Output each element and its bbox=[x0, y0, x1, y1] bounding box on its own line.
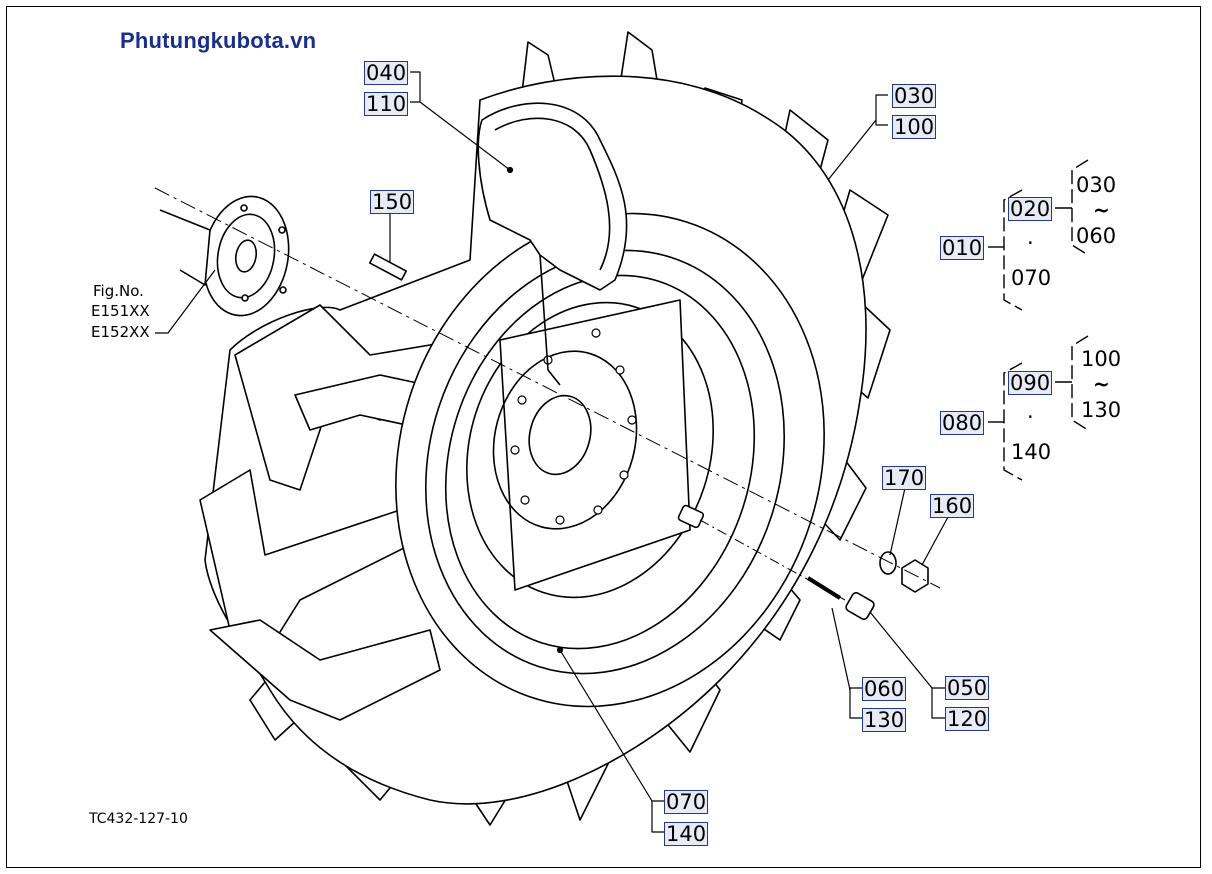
rim-mid bbox=[424, 249, 786, 675]
rim-inner bbox=[444, 274, 756, 650]
fig-no-label: Fig.No. bbox=[93, 282, 144, 300]
legend-tilde-1: ~ bbox=[1093, 198, 1110, 222]
callout-140[interactable]: 140 bbox=[664, 822, 709, 846]
hub-center-hole bbox=[528, 394, 592, 476]
fig-ref-2[interactable]: E152XX bbox=[91, 323, 150, 341]
callout-040[interactable]: 040 bbox=[364, 61, 409, 85]
callout-170[interactable]: 170 bbox=[882, 466, 927, 490]
assembly-axis bbox=[154, 187, 941, 589]
callout-130[interactable]: 130 bbox=[862, 708, 907, 732]
callout-120[interactable]: 120 bbox=[945, 707, 990, 731]
washer-part bbox=[879, 551, 897, 575]
axle-flange bbox=[159, 195, 290, 317]
legend-010[interactable]: 010 bbox=[940, 236, 985, 260]
legend-060: 060 bbox=[1076, 224, 1117, 248]
valve-axis bbox=[699, 519, 846, 601]
stud-bolt bbox=[368, 253, 408, 281]
legend-070: 070 bbox=[1011, 266, 1052, 290]
nut-part bbox=[901, 559, 929, 593]
tube-strap bbox=[539, 254, 561, 386]
callout-030[interactable]: 030 bbox=[892, 84, 937, 108]
legend-100: 100 bbox=[1081, 347, 1122, 371]
leader-lines bbox=[155, 71, 949, 833]
callout-110[interactable]: 110 bbox=[364, 92, 409, 116]
legend-140: 140 bbox=[1011, 440, 1052, 464]
legend-dot-2: · bbox=[1027, 405, 1034, 429]
drawing-code: TC432-127-10 bbox=[89, 811, 188, 827]
hub-bolt-circle bbox=[492, 350, 638, 530]
callout-060[interactable]: 060 bbox=[862, 677, 907, 701]
drawing-frame bbox=[6, 6, 1201, 868]
callout-160[interactable]: 160 bbox=[930, 494, 975, 518]
callout-050[interactable]: 050 bbox=[945, 676, 990, 700]
legend-130: 130 bbox=[1081, 398, 1122, 422]
site-title[interactable]: Phutungkubota.vn bbox=[120, 28, 317, 53]
legend-tilde-2: ~ bbox=[1093, 372, 1110, 396]
tube-inner bbox=[494, 117, 611, 271]
callout-150[interactable]: 150 bbox=[370, 190, 415, 214]
callout-070[interactable]: 070 bbox=[664, 790, 709, 814]
disc-ring bbox=[466, 301, 714, 599]
legend-dot-1: · bbox=[1027, 231, 1034, 255]
fig-ref-1[interactable]: E151XX bbox=[91, 302, 150, 320]
callout-100[interactable]: 100 bbox=[892, 115, 937, 139]
legend-080[interactable]: 080 bbox=[940, 411, 985, 435]
hub-plate bbox=[499, 299, 691, 591]
legend-090[interactable]: 090 bbox=[1008, 371, 1053, 395]
legend-ticks bbox=[988, 207, 1072, 423]
left-tread-arms bbox=[199, 304, 471, 721]
legend-030: 030 bbox=[1076, 173, 1117, 197]
hub-bolt-holes bbox=[510, 328, 637, 525]
legend-020[interactable]: 020 bbox=[1008, 197, 1053, 221]
